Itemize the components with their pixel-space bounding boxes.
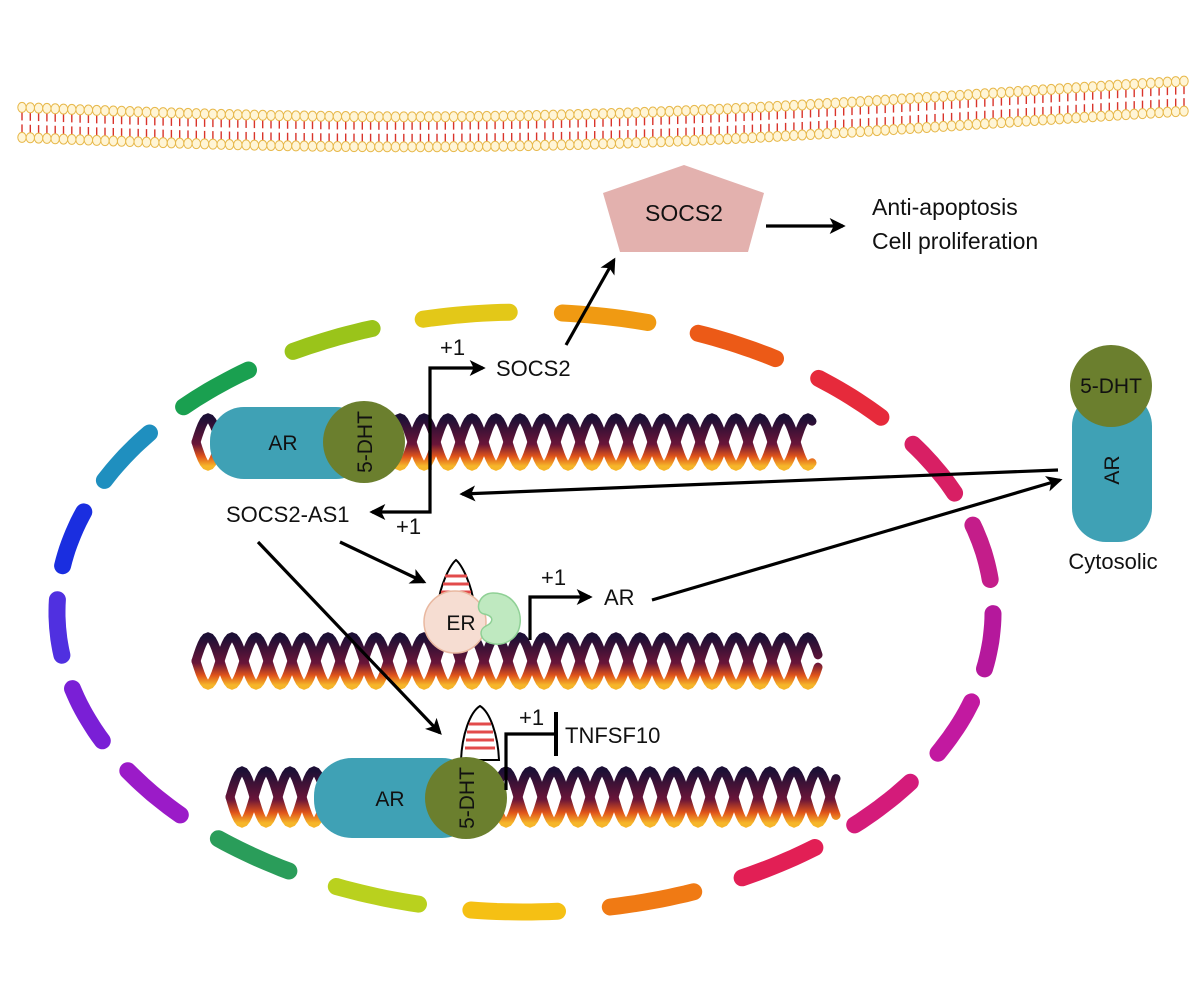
socs2-gene-label: SOCS2 bbox=[496, 356, 571, 381]
plus-one-socs2: +1 bbox=[440, 335, 465, 360]
plus-one-tnfsf10: +1 bbox=[519, 705, 544, 730]
cyto-ar-label: AR bbox=[1101, 455, 1124, 484]
cytosolic-ar-dht: 5-DHT AR bbox=[1070, 345, 1152, 542]
ar-gene-label: AR bbox=[604, 585, 635, 610]
nuclear-envelope bbox=[48, 303, 1002, 921]
dht-bottom-label: 5-DHT bbox=[456, 767, 479, 829]
cell-membrane bbox=[17, 75, 1189, 153]
arrow-cytosolic-to-as1 bbox=[459, 468, 1059, 502]
arrow-as1-to-bottom bbox=[256, 540, 442, 735]
dht-top-label: 5-DHT bbox=[354, 411, 377, 473]
er-label: ER bbox=[446, 612, 475, 635]
ar-dht-complex-top: AR 5-DHT bbox=[210, 401, 405, 483]
tss-socs2-arrow bbox=[428, 360, 486, 470]
tnfsf10-label: TNFSF10 bbox=[565, 723, 660, 748]
ar-bottom-label: AR bbox=[375, 788, 404, 811]
hairpin-stripes-bottom bbox=[465, 722, 495, 750]
ar-dht-complex-bottom: AR 5-DHT bbox=[314, 704, 507, 839]
plus-one-as1: +1 bbox=[396, 514, 421, 539]
socs2-protein-label: SOCS2 bbox=[645, 200, 723, 226]
socs2-as1-label: SOCS2-AS1 bbox=[226, 502, 350, 527]
tss-tnfsf10-line bbox=[504, 732, 555, 790]
arrow-ar-to-cytosolic bbox=[651, 476, 1063, 602]
outcome-cell-proliferation: Cell proliferation bbox=[872, 228, 1038, 254]
tss-ar-arrow bbox=[528, 589, 593, 640]
cytosolic-label: Cytosolic bbox=[1068, 549, 1157, 574]
er-complex: ER bbox=[423, 558, 521, 654]
tss-as1-arrow bbox=[369, 450, 432, 520]
socs2-protein: SOCS2 bbox=[603, 165, 764, 252]
outcome-anti-apoptosis: Anti-apoptosis bbox=[872, 194, 1018, 220]
ar-top-label: AR bbox=[268, 432, 297, 455]
dna-strand-middle bbox=[191, 632, 823, 690]
arrow-as1-to-er bbox=[339, 540, 427, 584]
arrow-to-socs2-protein bbox=[564, 257, 616, 346]
cyto-dht-label: 5-DHT bbox=[1080, 375, 1142, 398]
plus-one-ar: +1 bbox=[541, 565, 566, 590]
